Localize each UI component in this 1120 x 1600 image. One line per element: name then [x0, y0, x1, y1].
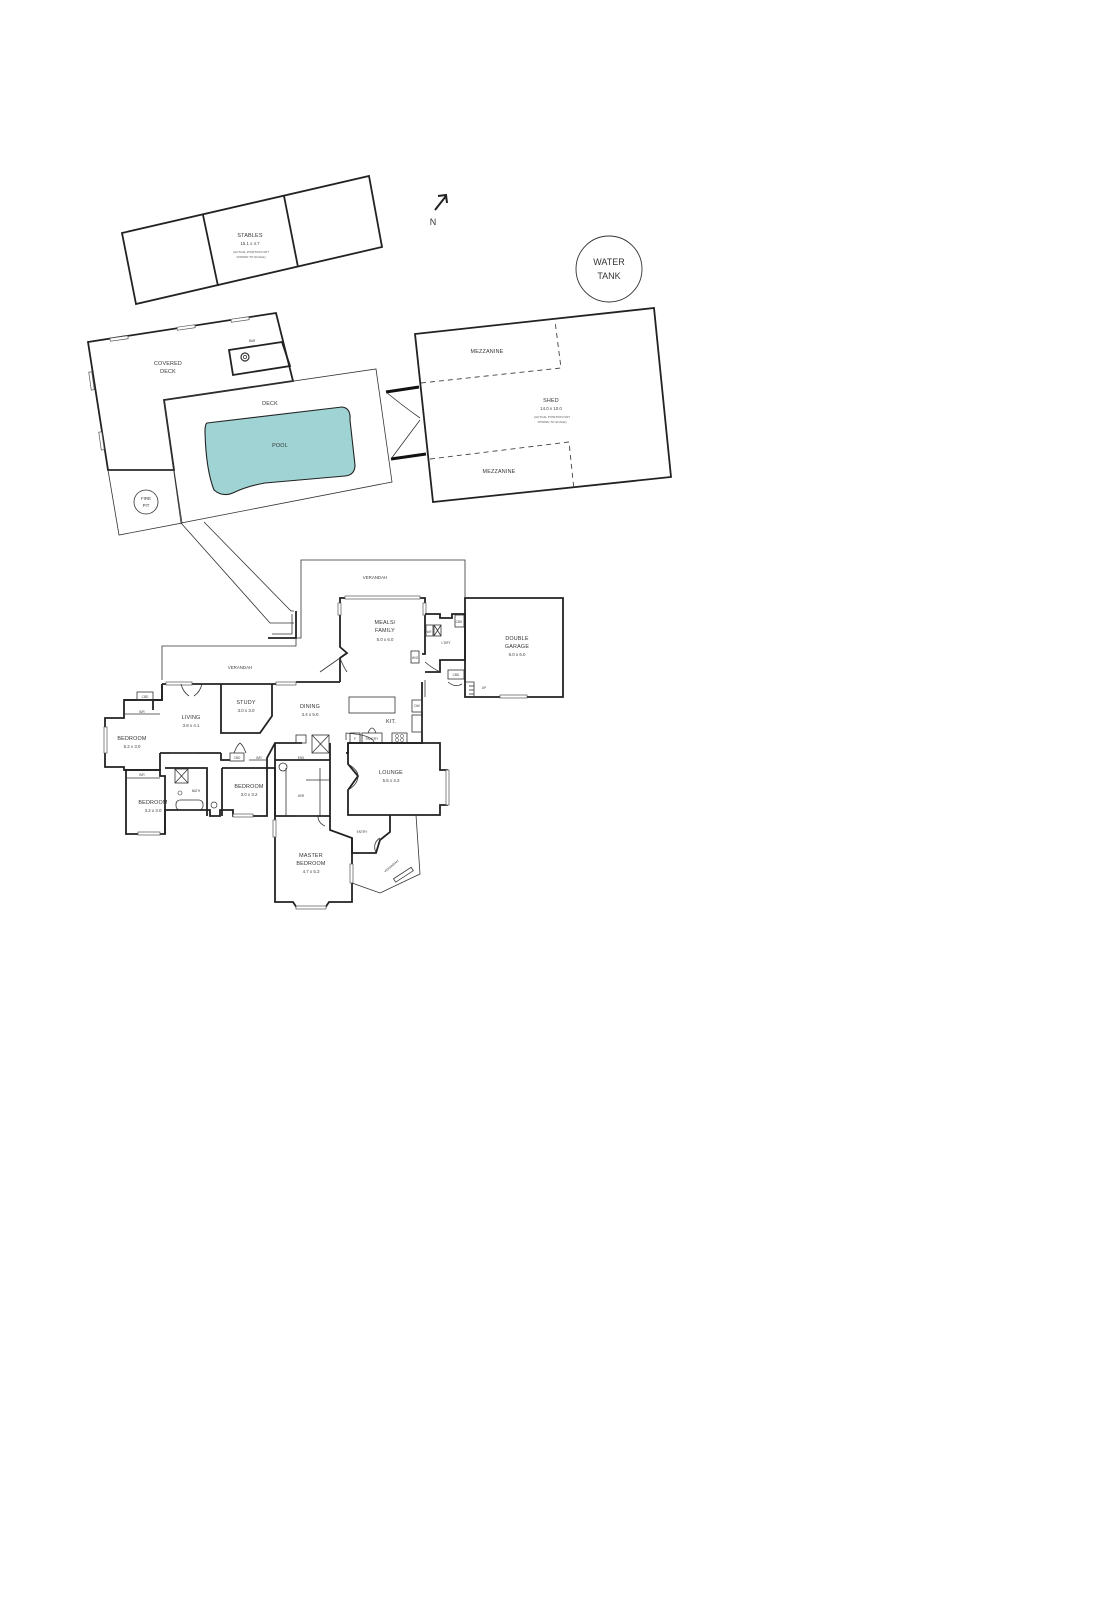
ldry-label: L'DRY [441, 641, 451, 645]
shed-dims: 14.0 x 10.0 [540, 406, 562, 411]
lounge-dims: 5.5 x 4.3 [383, 778, 400, 783]
pantry-label: PANTRY [366, 737, 380, 741]
study-dims: 3.0 x 3.0 [238, 708, 255, 713]
master-bedroom-line-2: BEDROOM [296, 861, 326, 867]
bedroom3-bir-label: B/R [256, 756, 262, 760]
cbd-ldry-label: CBD [456, 620, 463, 624]
entry-label: ENTRY [357, 830, 369, 834]
fire-pit: FIRE PIT [107, 469, 183, 536]
pool [204, 406, 356, 496]
mezzanine-top-label: MEZZANINE [471, 349, 504, 355]
verandah-west-label: VERANDAH [228, 665, 252, 670]
wir-label: W/R [298, 794, 305, 798]
floor-plan: STABLES 15.1 x 4.7 (ACTUAL POSITION NOT … [86, 174, 672, 910]
dining-dims: 3.4 x 5.0 [302, 712, 319, 717]
wi-label: W/I [427, 630, 432, 634]
water-tank-line-2: TANK [597, 271, 620, 281]
garage-dims: 6.0 x 6.0 [509, 652, 526, 657]
bedroom1-bir-label: B/R [139, 710, 145, 714]
verandah-north-label: VERANDAH [363, 575, 387, 580]
cbd-garage-label: CBD [453, 673, 460, 677]
garage-line-2: GARAGE [505, 644, 529, 650]
mezzanine-bottom-label: MEZZANINE [483, 469, 516, 475]
bedroom1-label: BEDROOM [117, 736, 147, 742]
dining-label: DINING [300, 704, 320, 710]
deck-label: DECK [262, 401, 278, 407]
shed-label: SHED [543, 398, 559, 404]
dw-label: DW [414, 704, 419, 708]
lounge-label: LOUNGE [379, 770, 403, 776]
house: VERANDAH VERANDAH MEALS/ FAMILY 5.0 x 6.… [103, 559, 564, 910]
covered-deck-line-1: COVERED [154, 361, 182, 367]
bedroom2-bir-label: B/R [139, 773, 145, 777]
bedroom1-cbd-label: CBD [142, 695, 149, 699]
living-dims: 3.8 x 4.1 [183, 723, 200, 728]
garden-path [180, 521, 297, 639]
shed-note-1: (ACTUAL POSITION NOT [534, 415, 570, 419]
water-tank: WATER TANK [575, 235, 643, 303]
bedroom2-label: BEDROOM [138, 800, 168, 806]
bedroom3-cbd-label: CBD [234, 756, 241, 760]
north-label: N [430, 217, 437, 227]
stables: STABLES 15.1 x 4.7 (ACTUAL POSITION NOT … [120, 174, 384, 306]
fire-pit-line-1: FIRE [141, 496, 151, 501]
north-arrow-icon: N [430, 193, 448, 227]
shed-note-2: SHOWN TO SCALE) [538, 420, 567, 424]
verandah-entry-label: VERANDAH [383, 859, 400, 874]
stables-label: STABLES [237, 233, 262, 239]
bath-label: BATH [192, 789, 201, 793]
water-tank-line-1: WATER [593, 257, 625, 267]
fire-pit-line-2: PIT [143, 503, 150, 508]
ensuite-label: ENS [298, 756, 305, 760]
pool-deck: DECK POOL [163, 368, 393, 524]
meals-family-dims: 5.0 x 6.0 [377, 637, 394, 642]
shed: MEZZANINE SHED 14.0 x 10.0 (ACTUAL POSIT… [385, 307, 672, 503]
pool-label: POOL [272, 443, 288, 449]
bedroom2-dims: 3.2 x 3.0 [145, 808, 162, 813]
bedroom3-label: BEDROOM [234, 784, 264, 790]
bar-label: BAR [249, 339, 256, 343]
wo-label: W/O [412, 656, 419, 660]
kitchen-label: KIT. [386, 719, 396, 725]
stables-note-2: SHOWN TO SCALE) [237, 255, 266, 259]
garage-line-1: DOUBLE [505, 636, 529, 642]
stables-note-1: (ACTUAL POSITION NOT [233, 250, 269, 254]
bedroom1-dims: 5.2 x 3.0 [124, 744, 141, 749]
covered-deck-line-2: DECK [160, 369, 176, 375]
fridge-label: F [354, 737, 356, 741]
living-label: LIVING [182, 715, 201, 721]
master-bedroom-dims: 4.7 x 5.3 [303, 869, 320, 874]
stables-dims: 15.1 x 4.7 [240, 241, 260, 246]
verandah-outline [161, 559, 466, 680]
master-bedroom-line-1: MASTER [299, 853, 323, 859]
meals-family-line-1: MEALS/ [375, 620, 396, 626]
meals-family-line-2: FAMILY [375, 628, 395, 634]
up-label: UP [482, 686, 486, 690]
study-label: STUDY [236, 700, 255, 706]
bedroom3-dims: 3.0 x 3.2 [241, 792, 258, 797]
